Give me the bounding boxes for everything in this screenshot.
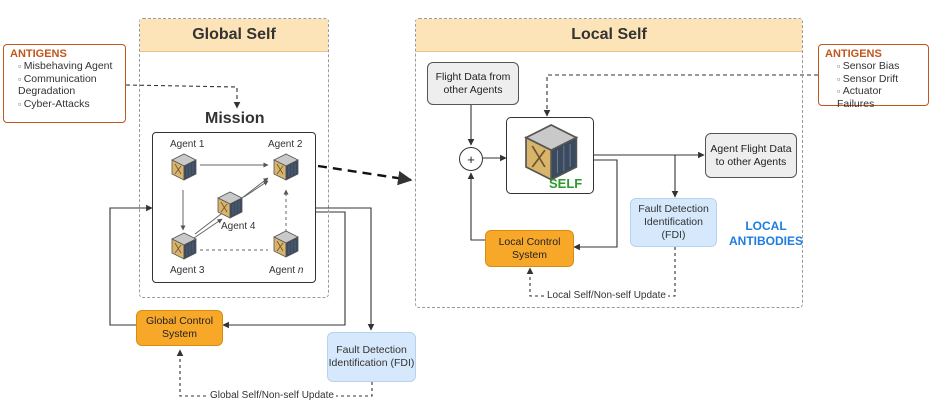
global-antigens-title: ANTIGENS	[10, 48, 67, 60]
local-antigens-title: ANTIGENS	[825, 48, 882, 60]
local-control-to-sum-connector	[467, 172, 485, 241]
global-control-system-box: Global Control System	[136, 310, 223, 346]
agent-3-label: Agent 3	[170, 265, 205, 276]
self-to-local-control-connector	[573, 159, 618, 251]
local-antibodies-label: LOCAL ANTIBODIES	[724, 219, 808, 249]
agent-n-label: Agent n	[269, 265, 304, 276]
local-antigens-list: Sensor Bias Sensor Drift Actuator Failur…	[825, 60, 922, 110]
global-self-title: Global Self	[140, 19, 328, 52]
self-box	[506, 117, 594, 194]
global-antigen-item: Cyber-Attacks	[10, 98, 119, 111]
mission-to-local-connector	[317, 164, 413, 186]
antibodies-line-2: ANTIBODIES	[728, 234, 803, 248]
agent4-to-agent2-edge	[243, 180, 269, 198]
local-antigen-item: Actuator Failures	[837, 85, 922, 110]
local-antigens-box: ANTIGENS Sensor Bias Sensor Drift Actuat…	[818, 44, 929, 110]
flight-data-in-box: Flight Data from other Agents	[427, 62, 519, 105]
global-fdi-box: Fault Detection Identification (FDI)	[327, 332, 416, 382]
mission-to-global-fdi-connector	[315, 207, 375, 331]
agent3-to-agent4-edge	[193, 218, 223, 239]
local-antigen-item: Sensor Drift	[837, 73, 922, 86]
local-self-title: Local Self	[416, 19, 802, 52]
agent-4-label: Agent 4	[221, 221, 256, 232]
global-update-label: Global Self/Non-self Update	[208, 390, 336, 401]
antibodies-line-1: LOCAL	[745, 219, 787, 233]
agent-2-label: Agent 2	[268, 139, 303, 150]
local-self-region: Local Self	[415, 18, 803, 308]
mission-box	[152, 132, 316, 283]
local-update-label: Local Self/Non-self Update	[545, 290, 668, 301]
global-antigen-connector	[125, 84, 241, 109]
mission-to-global-control-connector	[222, 211, 346, 329]
global-antigen-item: Communication Degradation	[10, 73, 119, 98]
local-control-system-box: Local Control System	[485, 230, 574, 267]
local-antigen-item: Sensor Bias	[837, 60, 922, 73]
agent-1-label: Agent 1	[170, 139, 205, 150]
sum-node: +	[459, 147, 483, 171]
flight-data-out-box: Agent Flight Data to other Agents	[705, 133, 797, 178]
global-antigens-list: Misbehaving Agent Communication Degradat…	[10, 60, 119, 110]
global-antigens-box: ANTIGENS Misbehaving Agent Communication…	[3, 44, 126, 123]
mission-label: Mission	[205, 110, 265, 127]
global-control-to-mission-connector	[109, 204, 153, 326]
self-label: SELF	[549, 176, 583, 191]
local-fdi-box: Fault Detection Identification (FDI)	[630, 198, 717, 247]
global-self-region: Global Self	[139, 18, 329, 298]
global-antigen-item: Misbehaving Agent	[10, 60, 119, 73]
